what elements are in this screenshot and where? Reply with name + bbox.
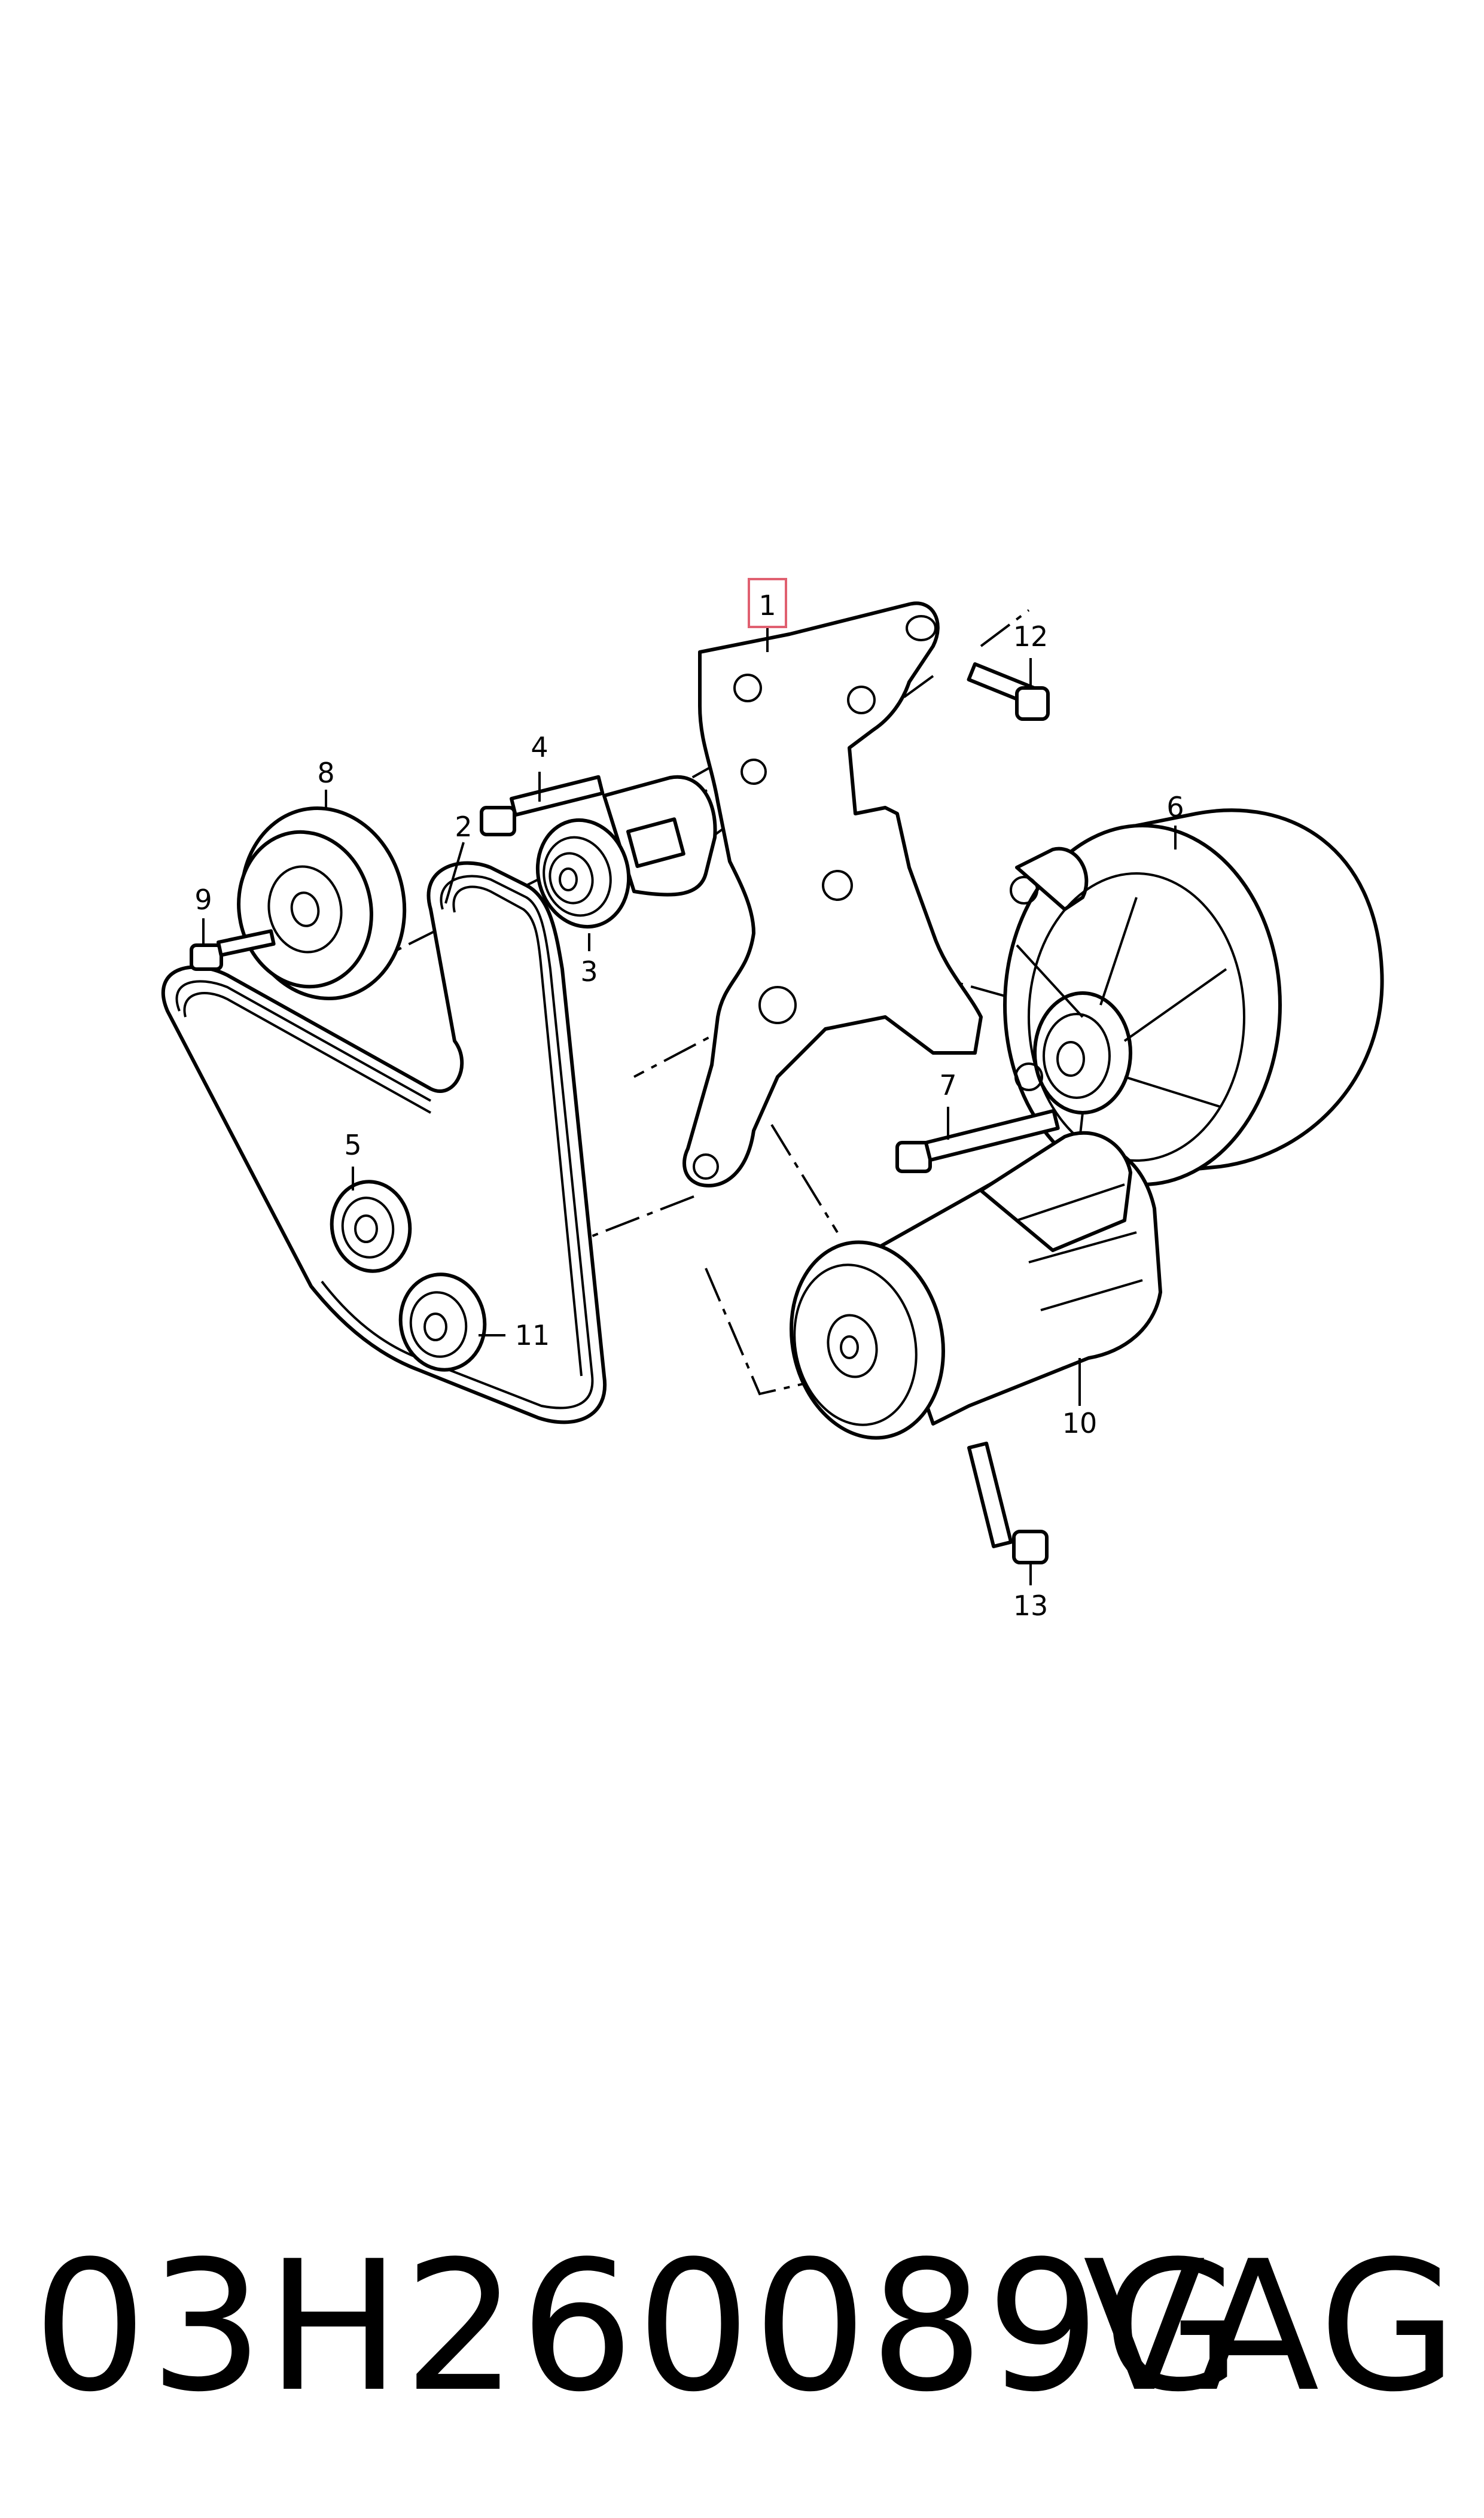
bolt-4 [480, 775, 605, 836]
callout-8: 8 [317, 757, 334, 789]
callout-1-highlight [748, 578, 787, 628]
brand-name: VAG [1083, 2222, 1460, 2431]
exploded-parts-diagram: 1 2 3 4 5 6 7 8 9 10 11 12 13 [161, 578, 1384, 1622]
callout-9: 9 [194, 884, 212, 916]
callout-6: 6 [1166, 791, 1184, 823]
bracket-1 [682, 601, 983, 1188]
bolt-7 [895, 1109, 1060, 1173]
alternator-6 [1003, 808, 1384, 1200]
tensioner-3 [535, 775, 717, 929]
callout-2: 2 [455, 811, 472, 843]
idler-pulley-11 [398, 1272, 487, 1372]
callout-5: 5 [344, 1129, 361, 1161]
bolt-13 [967, 1441, 1049, 1564]
part-number: 03H260089G [33, 2222, 1245, 2431]
footer: 03H260089G VAG [0, 2202, 1484, 2453]
bolt-9 [190, 929, 276, 971]
callout-13: 13 [1013, 1590, 1049, 1622]
bolt-12 [967, 662, 1050, 721]
callout-12: 12 [1013, 620, 1049, 653]
callout-1: 1 [758, 589, 776, 622]
callout-10: 10 [1062, 1407, 1098, 1439]
callout-4: 4 [531, 731, 548, 763]
leader-lines [202, 628, 1177, 1585]
callout-7: 7 [939, 1069, 956, 1101]
callout-3: 3 [580, 955, 598, 988]
pulley-8 [237, 806, 407, 1001]
idler-pulley-5 [330, 1180, 412, 1273]
callout-11: 11 [515, 1319, 550, 1351]
compressor-10 [790, 1131, 1162, 1440]
ribbed-belt [161, 861, 607, 1424]
